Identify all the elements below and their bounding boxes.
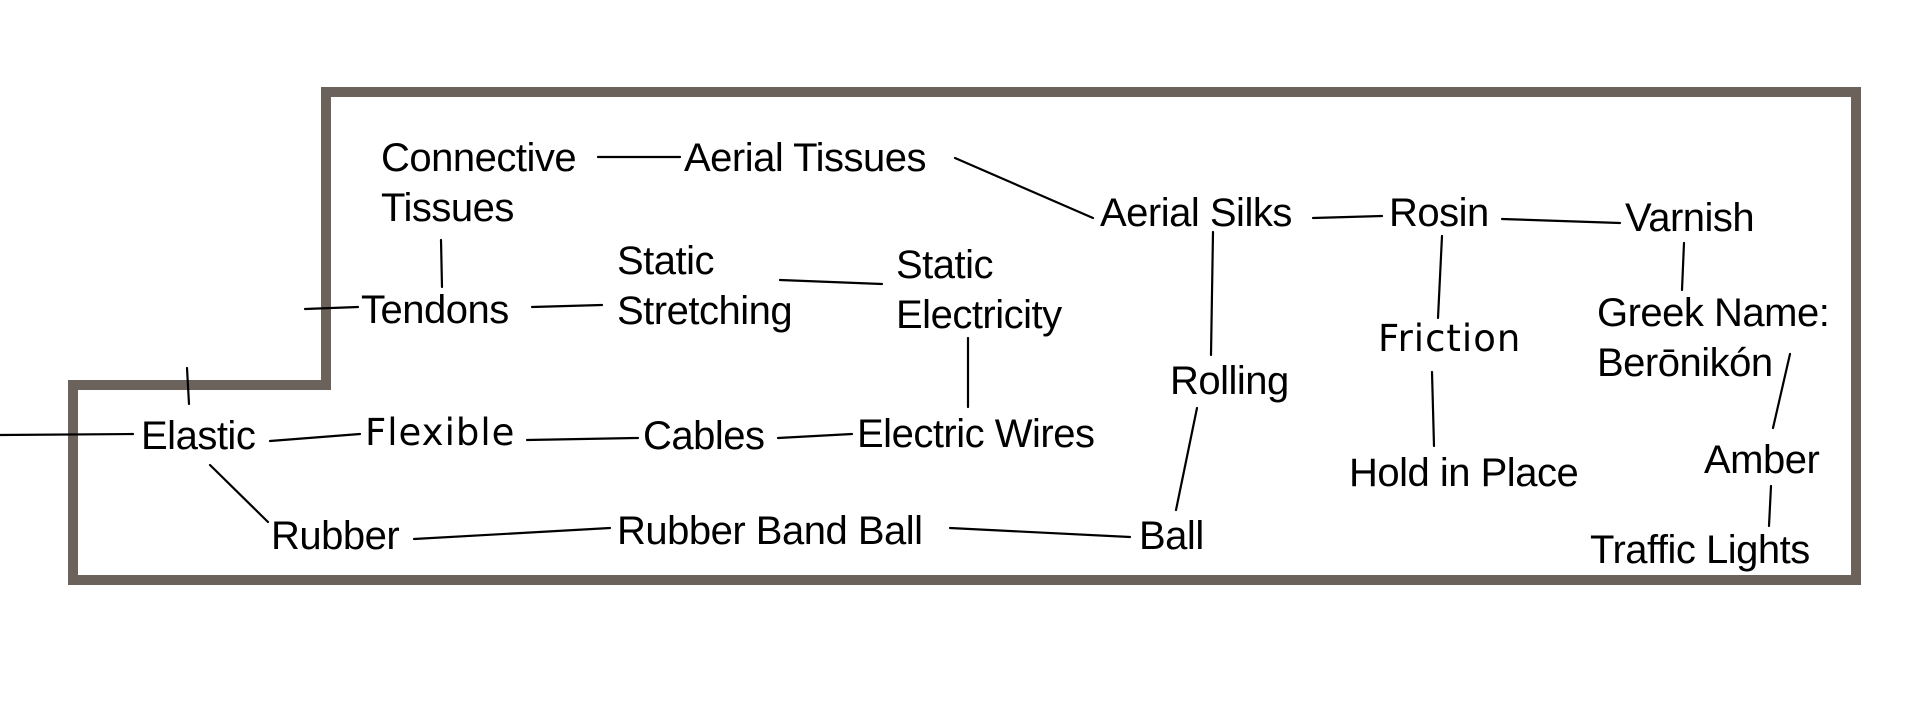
edge-aerial-tissues-aerial-silks	[953, 156, 1095, 220]
node-electric-wires: Electric Wires	[857, 412, 1095, 456]
node-amber: Amber	[1704, 438, 1820, 482]
node-friction: Friction	[1378, 317, 1522, 360]
node-rubber-band-ball: Rubber Band Ball	[617, 509, 923, 553]
node-traffic-lights: Traffic Lights	[1590, 528, 1810, 572]
node-rolling: Rolling	[1170, 359, 1289, 403]
edge-elastic-flexible	[268, 432, 362, 443]
edge-rosin-varnish	[1500, 217, 1622, 225]
edge-rubber-rubber-band-ball	[412, 526, 612, 541]
edge-rolling-ball	[1174, 406, 1199, 512]
edge-friction-hold-in-place	[1430, 370, 1436, 448]
stub-line-tendons-left	[303, 305, 360, 311]
edge-aerial-silks-rolling	[1209, 230, 1215, 357]
node-aerial-tissues: Aerial Tissues	[684, 136, 926, 180]
node-connective-tissues: Connective Tissues	[381, 136, 577, 230]
node-cables: Cables	[643, 414, 765, 458]
edge-varnish-greek-name	[1680, 241, 1686, 292]
node-tendons: Tendons	[361, 288, 509, 332]
edge-aerial-silks-rosin	[1311, 214, 1384, 220]
edge-elastic-rubber	[208, 463, 270, 524]
node-elastic: Elastic	[141, 414, 256, 458]
edge-tendons-static-stretching	[530, 303, 604, 309]
edge-static-stretching-static-electricity	[778, 278, 884, 286]
node-rosin: Rosin	[1389, 191, 1489, 235]
node-aerial-silks: Aerial Silks	[1100, 191, 1292, 235]
node-static-electricity: Static Electricity	[896, 243, 1062, 337]
node-varnish: Varnish	[1625, 196, 1755, 240]
edge-flexible-cables	[525, 436, 640, 442]
node-greek-name: Greek Name: Berōnikón	[1597, 291, 1830, 385]
edge-rosin-friction	[1436, 234, 1444, 320]
stub-line-elastic-top	[185, 366, 191, 406]
stub-line-left-edge	[0, 432, 135, 437]
edge-connective-tissues-tendons	[439, 238, 444, 289]
node-ball: Ball	[1139, 514, 1204, 558]
node-rubber: Rubber	[271, 514, 400, 558]
node-flexible: Flexible	[365, 411, 516, 454]
edge-rubber-band-ball-ball	[948, 526, 1132, 539]
diagram-frame	[68, 87, 1861, 585]
edge-amber-traffic-lights	[1767, 484, 1773, 528]
connector-lines	[0, 155, 1792, 541]
node-hold-in-place: Hold in Place	[1349, 451, 1579, 495]
edge-greek-name-amber	[1771, 352, 1792, 430]
node-static-stretching: Static Stretching	[617, 239, 793, 333]
edge-cables-electric-wires	[776, 432, 854, 440]
